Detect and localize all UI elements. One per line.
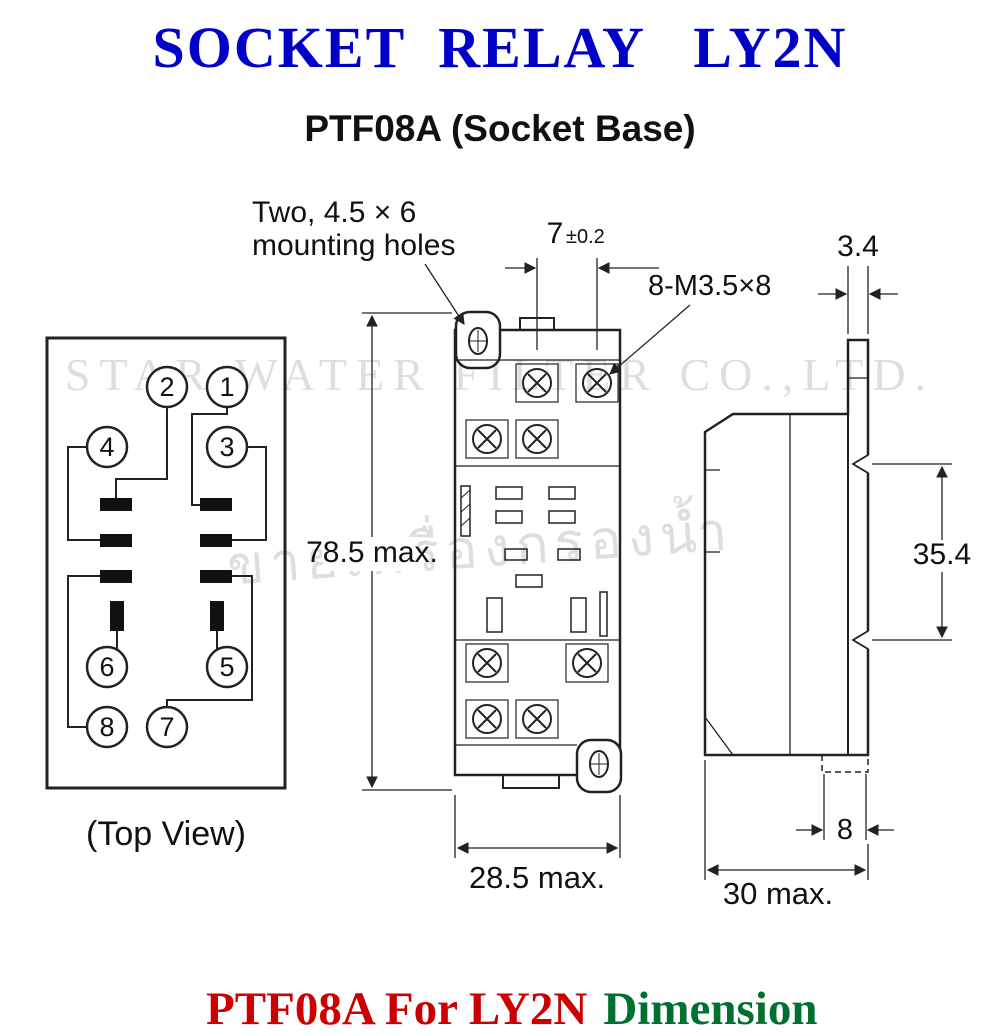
pin-3-label: 3 (219, 432, 234, 462)
din-rail-dashed (821, 755, 869, 773)
front-view-rail-foot (502, 774, 560, 789)
screw-terminal (465, 643, 509, 683)
screw-terminal (515, 699, 559, 739)
dim-top-3-4: 3.4 (818, 230, 898, 334)
mounting-hole-bottom (589, 750, 609, 778)
mounting-hole-top (468, 327, 488, 355)
top-view-pins: 2 1 4 3 6 5 8 7 (85, 365, 249, 749)
dim-width-28-5: 28.5 max. (454, 795, 621, 895)
page-subtitle: PTF08A (Socket Base) (304, 108, 696, 149)
pin-6-label: 6 (99, 652, 114, 682)
top-view-wiring (67, 407, 267, 728)
dim-foot-8: 8 (796, 774, 894, 846)
dim-pitch-tol: ±0.2 (566, 226, 605, 248)
pin-7-label: 7 (159, 712, 174, 742)
top-view-outline (45, 336, 287, 790)
screw-note: 8-M3.5×8 (609, 270, 771, 375)
pin-2: 2 (145, 365, 189, 409)
page-title: SOCKET RELAY LY2N (152, 15, 848, 80)
mounting-note-line2: mounting holes (252, 229, 455, 262)
dim-height-label: 78.5 max. (306, 536, 438, 569)
pin-8: 8 (85, 705, 129, 749)
dim-foot-label: 8 (837, 814, 853, 846)
mounting-ear-bottom (575, 738, 623, 794)
pin-3: 3 (205, 425, 249, 469)
socket-slots (460, 485, 608, 637)
front-view: 78.5 max. 28.5 max. 7 ±0.2 8-M3.5×8 Two,… (252, 196, 771, 895)
dim-depth-30: 30 max. (704, 760, 869, 911)
dim-rail-label: 35.4 (913, 538, 971, 571)
side-view-outline (703, 338, 870, 757)
rail-hooks (851, 454, 870, 650)
screw-note-label: 8-M3.5×8 (648, 270, 771, 302)
pin-1: 1 (205, 365, 249, 409)
pin-4-label: 4 (99, 432, 114, 462)
pin-4: 4 (85, 425, 129, 469)
dim-depth-label: 30 max. (723, 876, 833, 911)
pin-2-label: 2 (159, 372, 174, 402)
screw-terminals (465, 363, 619, 739)
dim-height-78-5: 78.5 max. (306, 312, 452, 791)
screw-terminal (515, 419, 559, 459)
dim-pitch-main: 7 (547, 217, 564, 250)
screw-terminal (465, 699, 509, 739)
top-view: 2 1 4 3 6 5 8 7 (Top View) (45, 336, 287, 853)
top-view-label: (Top View) (86, 815, 246, 853)
mounting-note-line1: Two, 4.5 × 6 (252, 196, 416, 229)
dim-pitch-7: 7 ±0.2 (505, 217, 659, 350)
dim-width-label: 28.5 max. (469, 860, 605, 895)
side-view: 3.4 35.4 8 30 max. (703, 230, 978, 911)
screw-terminal (465, 419, 509, 459)
pin-5: 5 (205, 645, 249, 689)
mounting-ear-top (454, 310, 502, 370)
dimension-drawing: 2 1 4 3 6 5 8 7 (Top View) (45, 196, 978, 911)
pin-5-label: 5 (219, 652, 234, 682)
dim-top-label: 3.4 (837, 230, 879, 263)
pin-8-label: 8 (99, 712, 114, 742)
screw-terminal (515, 363, 559, 403)
pin-6: 6 (85, 645, 129, 689)
dim-rail-35-4: 35.4 (872, 463, 978, 641)
pin-1-label: 1 (219, 372, 234, 402)
screw-terminal (575, 363, 619, 403)
pin-7: 7 (145, 705, 189, 749)
mounting-note: Two, 4.5 × 6 mounting holes (252, 196, 465, 325)
top-view-contacts (100, 498, 232, 631)
screw-terminal (565, 643, 609, 683)
